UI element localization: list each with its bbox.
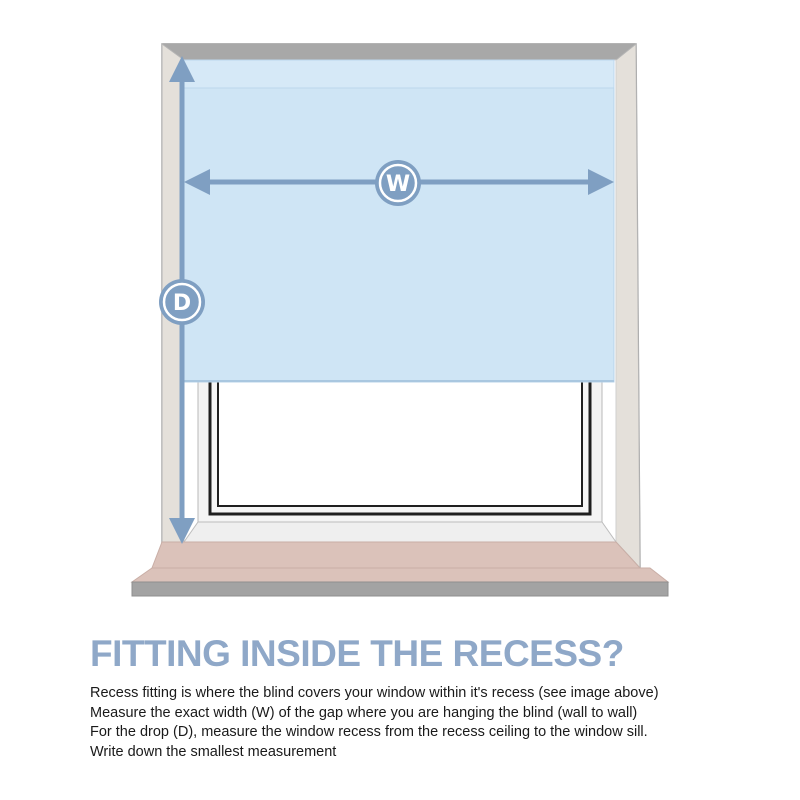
recess-fitting-diagram: W D — [130, 42, 670, 597]
instruction-line: For the drop (D), measure the window rec… — [90, 724, 648, 740]
width-label: W — [386, 172, 410, 197]
drop-label-badge: D — [159, 279, 205, 325]
window-sill — [130, 541, 670, 597]
drop-label: D — [173, 291, 191, 316]
instruction-line: Measure the exact width (W) of the gap w… — [90, 704, 638, 721]
instructions-text: Recess fitting is where the blind covers… — [90, 684, 659, 762]
instruction-line: Write down the smallest measurement — [90, 743, 337, 760]
width-label-badge: W — [375, 160, 421, 206]
page-title: FITTING INSIDE THE RECESS? — [90, 633, 624, 674]
roller-blind — [183, 59, 615, 383]
instruction-line: Recess fitting is where the blind covers… — [90, 685, 659, 701]
window-frame — [183, 370, 617, 543]
